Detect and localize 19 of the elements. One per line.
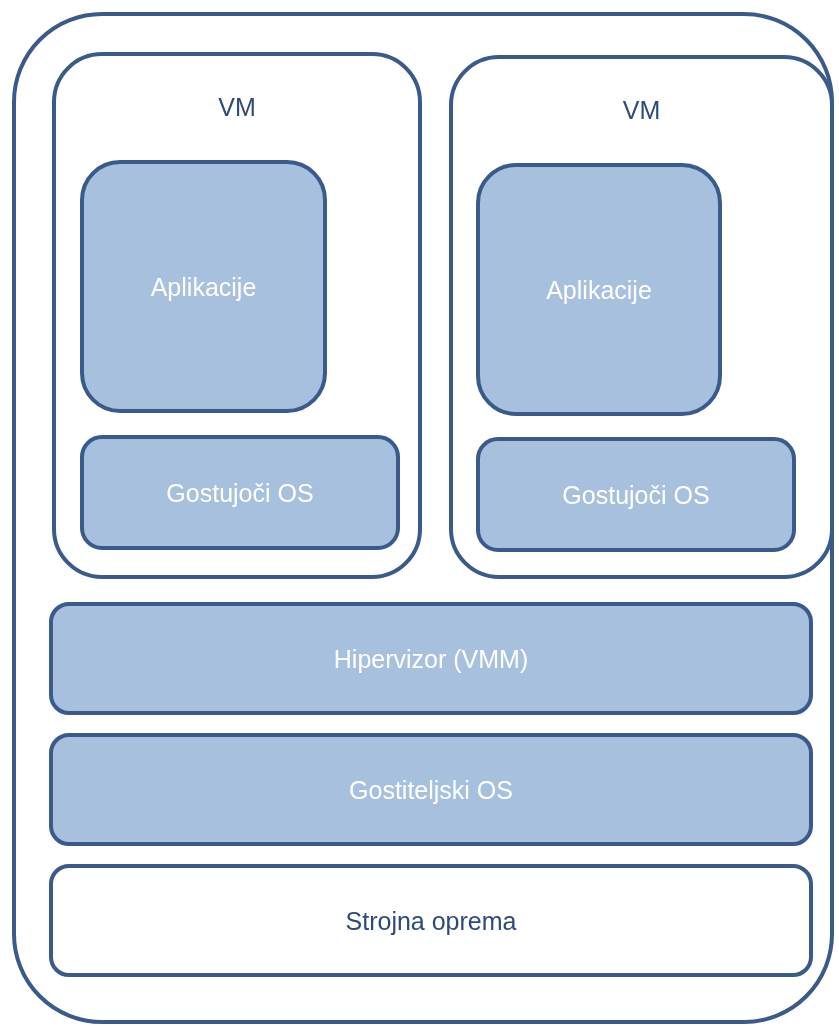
layer-box — [49, 864, 813, 977]
vm-container — [449, 55, 834, 579]
layer-box — [80, 160, 327, 413]
layer-box — [49, 733, 813, 846]
outer-frame — [12, 12, 834, 1024]
layer-box — [49, 602, 813, 715]
layer-label: Aplikacije — [546, 274, 652, 305]
layer-box — [476, 437, 796, 552]
layer-label: Gostiteljski OS — [349, 774, 513, 805]
container-title: VM — [218, 92, 256, 122]
layer-box — [476, 163, 722, 416]
layer-label: Hipervizor (VMM) — [333, 643, 529, 674]
layer-label: Gostujoči OS — [166, 477, 314, 508]
layer-label: Strojna oprema — [345, 905, 517, 936]
layer-box — [80, 435, 400, 550]
container-title: VM — [622, 95, 661, 125]
layer-label: Aplikacije — [150, 271, 257, 302]
layer-label: Gostujoči OS — [562, 479, 710, 510]
vm-container — [52, 52, 422, 579]
